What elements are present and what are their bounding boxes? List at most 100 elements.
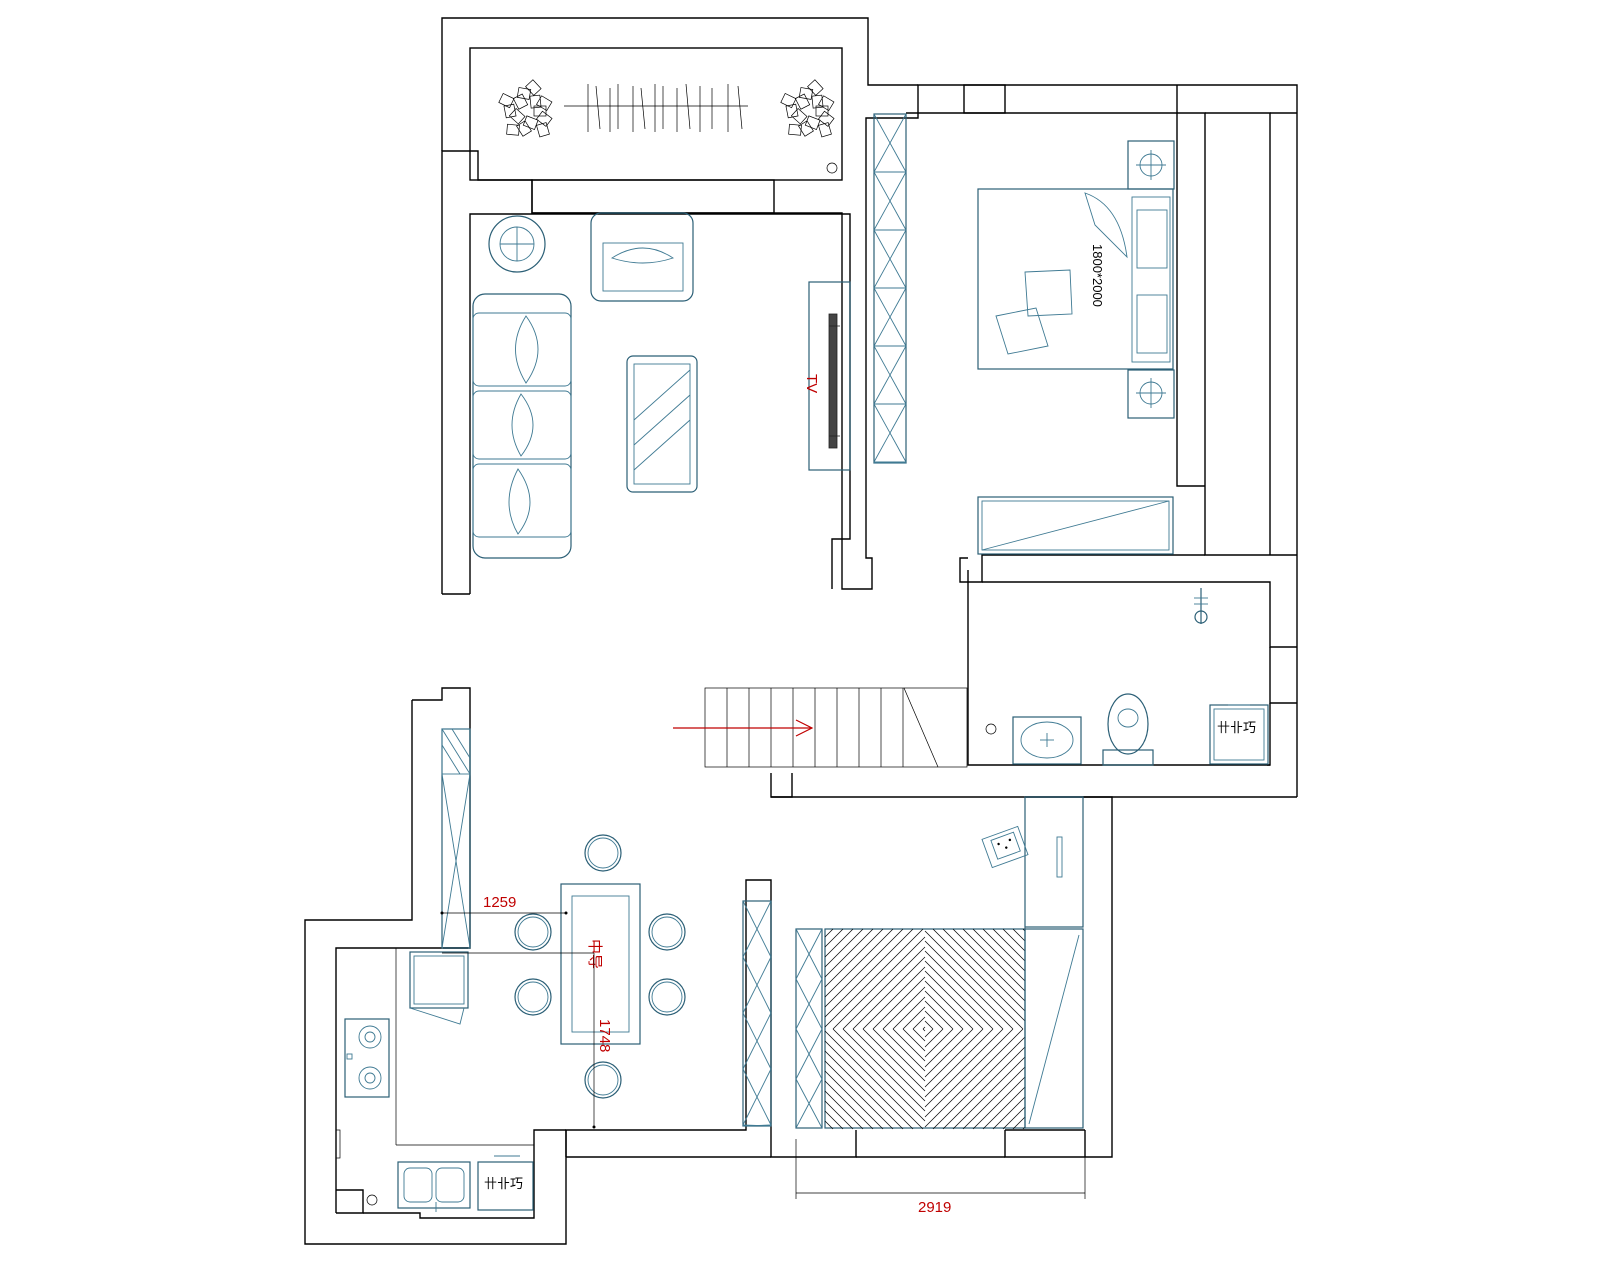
parquet-line (824, 928, 864, 968)
parquet-line (924, 970, 984, 1030)
plant-leaf (798, 120, 814, 137)
armchair-icon (590, 212, 694, 302)
wardrobe-brace (873, 345, 907, 405)
stove-icon (344, 1018, 390, 1098)
parquet-line (824, 1070, 884, 1130)
parquet-line (952, 1056, 1026, 1130)
parquet-line (842, 1028, 926, 1112)
parquet-line (924, 940, 1014, 1030)
plant-leaf (533, 105, 547, 117)
parquet-line (862, 1028, 926, 1092)
parquet-line (924, 960, 994, 1030)
shelf-brace (742, 1012, 772, 1070)
dimension-dining-width: 1259 (483, 894, 516, 911)
parquet-line (924, 1028, 964, 1068)
parquet-line (924, 1028, 1024, 1128)
plant-leaf (818, 95, 835, 112)
parquet-line (924, 1028, 974, 1078)
parquet-line (924, 1000, 954, 1030)
parquet-line (824, 928, 924, 1028)
plant-leaf (508, 107, 526, 125)
plant-leaf (807, 79, 824, 96)
parquet-line (824, 1060, 894, 1130)
shelf-brace (742, 900, 772, 958)
plant-leaf (522, 115, 539, 130)
plant-leaf (512, 93, 529, 110)
plant-leaf (516, 120, 532, 137)
parquet-line (912, 1016, 926, 1030)
parquet-line (924, 980, 974, 1030)
parquet-line (924, 1028, 934, 1038)
plant-leaf (529, 94, 542, 109)
parquet-line (1002, 1106, 1026, 1130)
parquet-line (824, 1100, 854, 1130)
parquet-line (862, 966, 926, 1030)
bathroom-sink-icon (1012, 716, 1082, 765)
parquet-line (952, 928, 1026, 1002)
parquet-line (924, 950, 1004, 1030)
rack-bar (737, 85, 743, 130)
parquet-line (882, 986, 926, 1030)
plant-leaf (815, 105, 829, 117)
shelf-brace (742, 1068, 772, 1126)
parquet-line (924, 1028, 994, 1098)
plant-leaf (785, 103, 799, 119)
parquet-line (872, 1028, 926, 1082)
dining-dimension-lines (440, 911, 596, 1129)
parquet-line (924, 1028, 954, 1058)
dining-chair-icon (514, 978, 552, 1016)
parquet-line (882, 1028, 926, 1072)
plant-leaf (804, 115, 821, 130)
shelf-brace (742, 1124, 772, 1127)
parquet-line (962, 1066, 1026, 1130)
parquet-line (924, 930, 1024, 1030)
parquet-bed-area (824, 928, 1026, 1130)
plant-leaf (516, 87, 532, 100)
parquet-line (824, 1080, 874, 1130)
plant-leaf (818, 122, 832, 138)
dining-chair-icon (584, 834, 622, 872)
parquet-line (924, 990, 964, 1030)
dining-chair-icon (648, 913, 686, 951)
parquet-line (992, 1096, 1026, 1130)
parquet-line (892, 1028, 926, 1062)
wardrobe-brace (873, 229, 907, 289)
parquet-line (824, 1120, 834, 1130)
floor-lamp-icon (488, 215, 546, 273)
wardrobe-brace (795, 978, 823, 1030)
dining-table-label: 中导 (586, 939, 603, 969)
parquet-line (924, 1020, 934, 1030)
parquet-line (922, 1026, 926, 1030)
parquet-line (932, 1036, 1026, 1130)
shelf-brace (742, 956, 772, 1014)
plant-leaf (535, 110, 553, 127)
plant-leaf (788, 123, 802, 136)
wardrobe-brace (873, 403, 907, 463)
lower-wardrobe-icon (795, 928, 823, 1129)
kitchen-fixture-label: 卄卝巧 (484, 1176, 523, 1191)
parquet-line (982, 928, 1026, 972)
parquet-line (1012, 928, 1026, 942)
plant-leaf (506, 123, 520, 136)
wardrobe-brace (873, 113, 907, 173)
parquet-line (824, 1040, 914, 1130)
toilet-icon (1102, 693, 1154, 766)
parquet-line (942, 928, 1026, 1012)
plant-leaf (780, 92, 797, 109)
fridge-icon (409, 951, 469, 1025)
parquet-line (824, 928, 914, 1018)
parquet-line (924, 1028, 944, 1048)
plant-leaf (794, 93, 811, 110)
wardrobe-brace (873, 171, 907, 231)
parquet-line (962, 928, 1026, 992)
parquet-line (824, 1110, 844, 1130)
coffee-table-icon (626, 355, 698, 493)
parquet-line (972, 1076, 1026, 1130)
walls (304, 17, 1298, 1245)
parquet-line (852, 1028, 926, 1102)
plant-leaf (536, 95, 553, 112)
dining-chairs (514, 834, 686, 1099)
dining-chair-icon (514, 913, 552, 951)
rack-bar (685, 83, 691, 130)
parquet-line (932, 928, 1026, 1022)
